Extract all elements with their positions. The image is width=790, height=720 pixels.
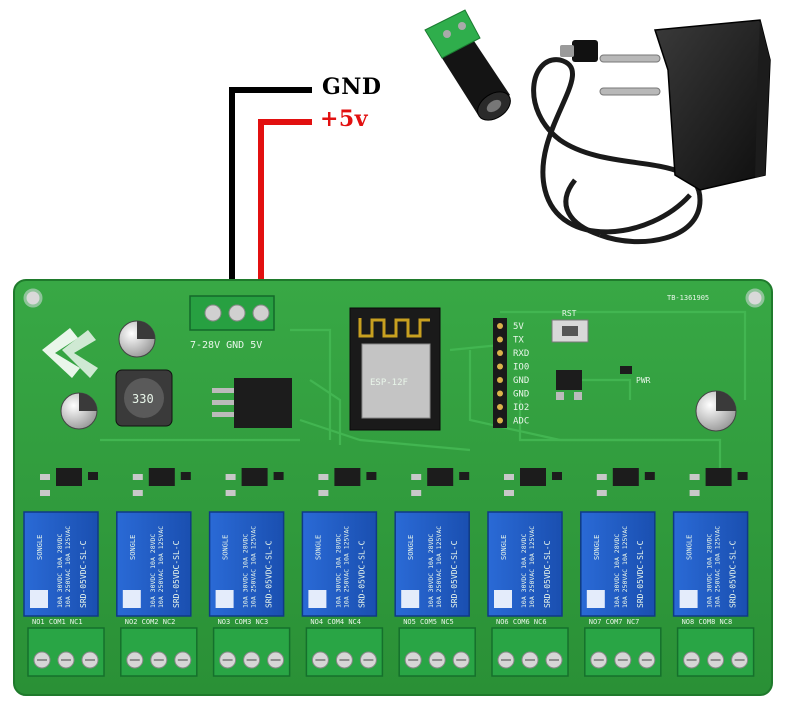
relay-spec: 10A 30VDC 10A 28VDC	[706, 534, 714, 608]
relay-spec: 10A 250VAC 10A 125VAC	[435, 526, 443, 608]
header-pin	[497, 363, 503, 370]
wires	[229, 87, 312, 300]
relay-brand: SONGLE	[686, 535, 694, 560]
voltage-regulator	[212, 378, 292, 428]
terminal-label: NO8 COM8 NC8	[682, 618, 733, 626]
header-pin	[497, 323, 503, 329]
header-pin	[497, 417, 503, 424]
relay-spec: 10A 250VAC 10A 125VAC	[342, 526, 350, 608]
relay-model: SRD-05VDC-SL-C	[357, 540, 366, 608]
relay-spec: 10A 250VAC 10A 125VAC	[621, 526, 629, 608]
header-pin-label: IO0	[513, 363, 529, 373]
header-pin-label: IO2	[513, 403, 529, 413]
relay-spec: 10A 30VDC 10A 28VDC	[613, 534, 621, 608]
capacitor	[60, 392, 98, 430]
header-pin	[497, 350, 503, 356]
inductor: 330	[115, 369, 173, 427]
reset-button: RST	[551, 309, 589, 343]
header-pin	[497, 404, 503, 410]
rst-label: RST	[562, 309, 577, 318]
pwr-label: PWR	[636, 376, 651, 385]
relay-spec: 10A 250VAC 10A 125VAC	[157, 526, 165, 608]
relay-spec: 10A 30VDC 10A 28VDC	[334, 534, 342, 608]
header-pin-label: 5V	[513, 322, 524, 332]
relay-model: SRD-05VDC-SL-C	[543, 540, 552, 608]
terminal-label: NO3 COM3 NC3	[218, 618, 269, 626]
relay-brand: SONGLE	[222, 535, 230, 560]
board-id: TB-1361905	[667, 294, 709, 302]
relay-spec: 10A 250VAC 10A 125VAC	[250, 526, 258, 608]
power-adapter	[531, 19, 771, 244]
relay-model: SRD-05VDC-SL-C	[636, 540, 645, 608]
relay-model: SRD-05VDC-SL-C	[450, 540, 459, 608]
vcc-label: +5v	[320, 106, 369, 132]
relay-model: SRD-05VDC-SL-C	[729, 540, 738, 608]
header-pin	[497, 390, 503, 397]
terminal-label: NO1 COM1 NC1	[32, 618, 83, 626]
relay-spec: 10A 30VDC 10A 28VDC	[242, 534, 250, 608]
relay-logo	[215, 590, 234, 608]
dc-jack-adapter	[424, 9, 511, 121]
terminal-label: NO6 COM6 NC6	[496, 618, 547, 626]
header-pin-label: TX	[513, 336, 524, 346]
capacitor	[118, 320, 156, 358]
relay-model: SRD-05VDC-SL-C	[79, 540, 88, 608]
header-pin	[497, 336, 503, 343]
terminal-label: NO2 COM2 NC2	[125, 618, 176, 626]
relay-spec: 10A 30VDC 10A 28VDC	[56, 534, 64, 608]
input-label: 7-28V GND 5V	[190, 340, 262, 351]
relay-logo	[308, 590, 327, 608]
relay-brand: SONGLE	[36, 535, 44, 560]
relay-logo	[679, 590, 698, 608]
relay-brand: SONGLE	[407, 535, 415, 560]
header-pin-label: GND	[513, 376, 529, 386]
relay-model: SRD-05VDC-SL-C	[172, 540, 181, 608]
relay-logo	[122, 590, 141, 608]
relay-logo	[586, 590, 605, 608]
terminal-label: NO4 COM4 NC4	[310, 618, 361, 626]
gnd-label: GND	[322, 74, 382, 100]
relay-logo	[30, 590, 48, 608]
relay-logo	[494, 590, 512, 608]
relay-body	[580, 511, 656, 617]
relay-spec: 10A 250VAC 10A 125VAC	[64, 526, 72, 608]
terminal-label: NO7 COM7 NC7	[589, 618, 640, 626]
relay-brand: SONGLE	[593, 535, 601, 560]
relay-spec: 10A 30VDC 10A 28VDC	[149, 534, 157, 608]
header-pin	[497, 377, 503, 383]
relay-brand: SONGLE	[129, 535, 137, 560]
capacitor	[695, 390, 737, 432]
relay-model: SRD-05VDC-SL-C	[265, 540, 274, 608]
relay-spec: 10A 250VAC 10A 125VAC	[528, 526, 536, 608]
header-pin-label: GND	[513, 390, 529, 400]
relay-brand: SONGLE	[500, 535, 508, 560]
relay-logo	[401, 590, 420, 608]
header-pin-label: RXD	[513, 349, 529, 359]
terminal-label: NO5 COM5 NC5	[403, 618, 454, 626]
inductor-text: 330	[132, 392, 154, 406]
vcc-wire	[258, 119, 312, 300]
esp-module: ESP-12F	[349, 307, 441, 431]
relay-spec: 10A 250VAC 10A 125VAC	[714, 526, 722, 608]
relay-spec: 10A 30VDC 10A 28VDC	[520, 534, 528, 608]
power-input-terminal: 7-28V GND 5V	[189, 295, 275, 351]
brand-logo	[42, 328, 98, 378]
relay-brand: SONGLE	[314, 535, 322, 560]
module-label: ESP-12F	[370, 378, 408, 388]
relay-spec: 10A 30VDC 10A 28VDC	[427, 534, 435, 608]
pcb-board: 7-28V GND 5V 330	[13, 279, 773, 696]
gnd-wire	[229, 87, 312, 300]
header-pin-label: ADC	[513, 417, 529, 427]
